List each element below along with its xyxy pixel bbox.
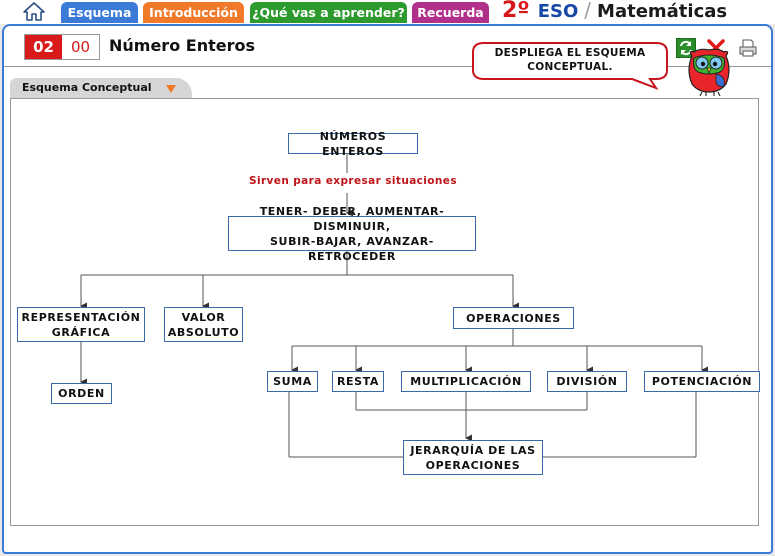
node-potenciacion: POTENCIACIÓN bbox=[644, 371, 760, 392]
node-division: DIVISIÓN bbox=[547, 371, 627, 392]
node-representacion-grafica: REPRESENTACIÓN GRÁFICA bbox=[17, 307, 145, 342]
node-operaciones: OPERACIONES bbox=[453, 307, 574, 329]
course-separator: / bbox=[584, 0, 592, 22]
jerarquia-line-2: OPERACIONES bbox=[425, 458, 521, 472]
speech-bubble-shape bbox=[472, 42, 668, 91]
course-title: 2º ESO/Matemáticas bbox=[502, 0, 727, 24]
scheme-dropdown-tab[interactable]: Esquema Conceptual bbox=[10, 78, 192, 98]
node-resta: RESTA bbox=[332, 371, 384, 392]
course-level: ESO bbox=[537, 1, 579, 22]
node-jerarquia: JERARQUÍA DE LAS OPERACIONES bbox=[403, 440, 543, 475]
hint-bubble: DESPLIEGA EL ESQUEMA CONCEPTUAL. bbox=[472, 42, 668, 91]
node-multiplicacion: MULTIPLICACIÓN bbox=[401, 371, 531, 392]
valor-line-1: VALOR bbox=[181, 310, 226, 324]
node-situaciones: TENER- DEBER, AUMENTAR-DISMINUIR, SUBIR-… bbox=[228, 205, 476, 263]
situaciones-line-1: TENER- DEBER, AUMENTAR-DISMINUIR, bbox=[259, 204, 445, 233]
tab-esquema[interactable]: Esquema bbox=[61, 2, 138, 23]
representacion-line-2: GRÁFICA bbox=[51, 325, 111, 339]
node-valor-absoluto: VALOR ABSOLUTO bbox=[164, 307, 243, 342]
situaciones-line-2: SUBIR-BAJAR, AVANZAR-RETROCEDER bbox=[270, 234, 434, 263]
hint-line-1: DESPLIEGA EL ESQUEMA bbox=[494, 47, 646, 59]
page-title: Número Enteros bbox=[109, 36, 255, 55]
top-nav-bar: Esquema Introducción ¿Qué vas a aprender… bbox=[0, 0, 775, 24]
representacion-line-1: REPRESENTACIÓN bbox=[21, 310, 141, 324]
unit-number: 02 bbox=[25, 35, 62, 59]
dropdown-arrow-icon[interactable] bbox=[166, 85, 176, 93]
node-numeros-enteros: NÚMEROS ENTEROS bbox=[288, 130, 418, 158]
course-grade: 2º bbox=[502, 0, 530, 23]
home-icon[interactable] bbox=[22, 1, 46, 22]
jerarquia-line-1: JERARQUÍA DE LAS bbox=[410, 443, 536, 457]
tab-introduccion[interactable]: Introducción bbox=[143, 2, 244, 23]
unit-indicator: 02 00 bbox=[24, 34, 100, 60]
node-orden: ORDEN bbox=[51, 383, 112, 404]
course-subject: Matemáticas bbox=[597, 1, 728, 22]
tab-que-vas-a-aprender[interactable]: ¿Qué vas a aprender? bbox=[250, 2, 407, 23]
hint-text: DESPLIEGA EL ESQUEMA CONCEPTUAL. bbox=[472, 46, 668, 74]
header-divider bbox=[4, 66, 771, 67]
node-sirven-para: Sirven para expresar situaciones bbox=[249, 175, 457, 187]
owl-mascot-icon[interactable] bbox=[686, 46, 732, 96]
unit-page: 00 bbox=[62, 35, 99, 59]
tab-recuerda[interactable]: Recuerda bbox=[412, 2, 489, 23]
scheme-tab-label: Esquema Conceptual bbox=[22, 81, 152, 94]
print-icon[interactable] bbox=[738, 38, 758, 58]
hint-line-2: CONCEPTUAL. bbox=[527, 61, 613, 73]
valor-line-2: ABSOLUTO bbox=[167, 325, 240, 339]
node-suma: SUMA bbox=[267, 371, 318, 392]
